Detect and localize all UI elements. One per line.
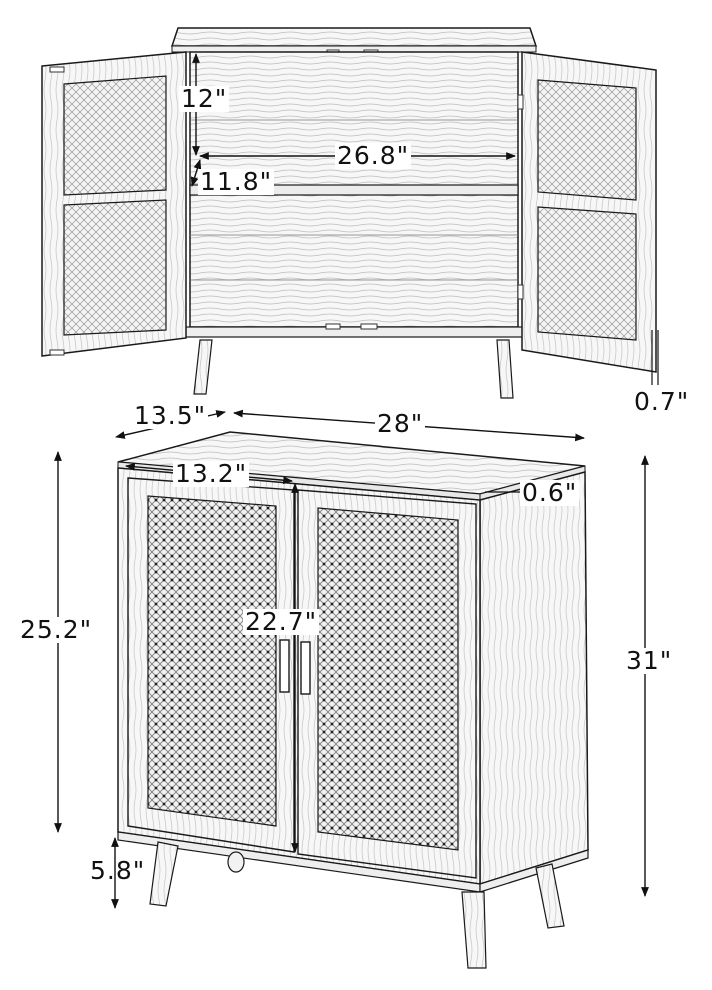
left-open-door xyxy=(41,51,187,357)
cabinet-top-panel xyxy=(170,27,538,47)
label-depth: 13.5" xyxy=(132,401,209,430)
label-door-width: 13.2" xyxy=(173,459,250,488)
shelf xyxy=(189,184,519,196)
label-total-height: 31" xyxy=(624,646,675,675)
label-door-thickness: 0.7" xyxy=(632,387,692,416)
leg xyxy=(193,339,213,395)
label-width: 28" xyxy=(375,409,426,438)
label-top-thickness: 0.6" xyxy=(520,478,580,507)
label-door-height: 22.7" xyxy=(243,607,320,636)
leg xyxy=(461,891,487,969)
leg xyxy=(496,339,514,399)
label-inner-width: 26.8" xyxy=(335,141,412,170)
left-door-handle xyxy=(279,639,290,693)
label-shelf-height: 12" xyxy=(179,84,230,113)
right-door-cane xyxy=(317,507,459,851)
leg xyxy=(149,841,179,907)
cabinet-side xyxy=(479,471,589,886)
label-leg-height: 5.8" xyxy=(90,856,146,885)
right-door-handle xyxy=(300,641,311,695)
right-open-door xyxy=(517,51,657,373)
leg xyxy=(535,863,565,929)
left-door-cane xyxy=(147,495,277,827)
label-shelf-depth: 11.8" xyxy=(198,167,275,196)
leg xyxy=(227,851,245,873)
closed-cabinet-view xyxy=(54,409,649,969)
open-cabinet-view xyxy=(41,27,659,399)
label-body-height: 25.2" xyxy=(18,615,95,644)
dim-line-shelf-depth xyxy=(190,159,202,187)
